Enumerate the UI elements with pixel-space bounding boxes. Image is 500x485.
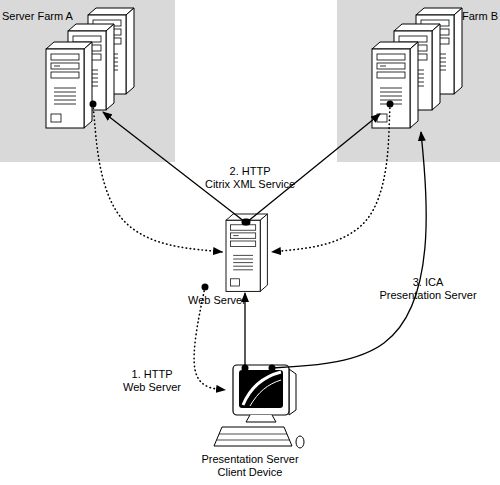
server-tower	[226, 214, 267, 291]
protocol-label: 3. ICA	[368, 276, 488, 289]
protocol-label: 2. HTTP	[190, 165, 310, 178]
protocol-label: 1. HTTP	[92, 368, 212, 381]
web-server-icon	[226, 214, 267, 291]
protocol-label: Presentation Server	[368, 289, 488, 302]
node-label: Presentation Server Client Device	[195, 453, 305, 479]
monitor-screen	[239, 370, 283, 408]
dotted-request-arrow	[93, 104, 222, 252]
monitor-body	[233, 365, 289, 415]
monitor-side	[289, 369, 296, 415]
node-label: Web Server	[188, 294, 258, 307]
server-farm-b-servers	[372, 8, 462, 128]
monitor-stand	[246, 415, 276, 422]
server-farm-a-servers	[46, 8, 134, 128]
mouse	[296, 436, 304, 448]
screen-swoosh	[243, 372, 281, 405]
protocol-label: Web Server	[92, 381, 212, 394]
connection-arrow	[272, 132, 426, 368]
screen-swoosh	[250, 380, 281, 406]
key-row	[219, 434, 287, 435]
dotted-request-arrow	[194, 287, 225, 390]
client-computer-icon	[214, 365, 304, 448]
protocol-label: Citrix XML Service	[190, 178, 310, 191]
key-row	[217, 440, 290, 441]
connection-arrow	[244, 293, 245, 368]
connection-arrow	[103, 112, 245, 222]
server-tower	[46, 42, 92, 128]
node-label: Server Farm A	[2, 10, 102, 23]
keyboard	[214, 427, 292, 446]
